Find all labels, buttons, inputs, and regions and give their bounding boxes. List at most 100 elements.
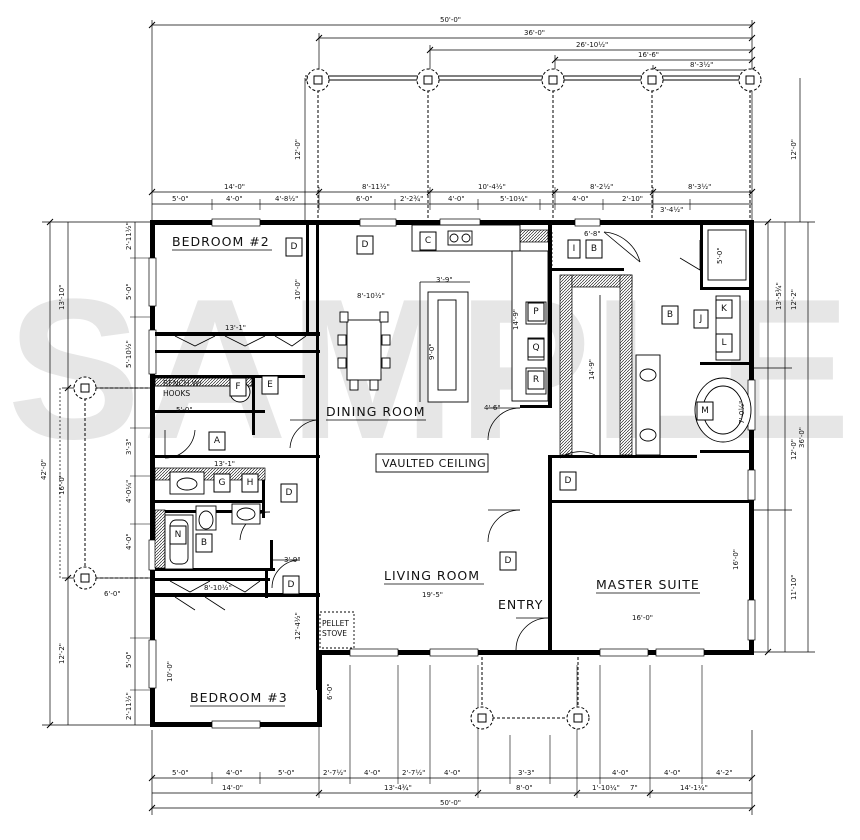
label-master-suite: MASTER SUITE: [596, 577, 700, 592]
dim-b5: 4'-0": [364, 769, 381, 777]
dim-r3-4: 6'-0": [356, 195, 373, 203]
hatched-walls: [154, 229, 633, 569]
dim-top-26: 26'-10½": [576, 41, 608, 49]
tag-d-bed3: D: [288, 580, 295, 590]
dim-b7: 4'-0": [444, 769, 461, 777]
dim-right-r4: 11'-10": [790, 575, 798, 600]
dim-counter: 14'-9": [512, 309, 520, 330]
dim-r3-8: 4'-0": [572, 195, 589, 203]
room-labels: BEDROOM #2 DINING ROOM LIVING ROOM MASTE…: [163, 234, 700, 707]
dim-seg-10-4: 10'-4½": [478, 183, 506, 191]
dim-porch-right: 12'-0": [790, 139, 798, 160]
dimension-lines: [42, 20, 815, 815]
dim-seg-8-2: 8'-2½": [590, 183, 613, 191]
note-bench-line1: BENCH W/: [163, 379, 202, 388]
tag-f: F: [235, 382, 240, 392]
dim-bed3-height: 10'-0": [166, 661, 174, 682]
dim-r3-2: 4'-0": [226, 195, 243, 203]
dim-closet-b3: 3'-9": [284, 556, 301, 564]
dim-bath-width: 6'-8": [584, 230, 601, 238]
dim-master-width: 16'-0": [632, 614, 653, 622]
dim-tub: 7'-0½": [738, 401, 746, 424]
dimension-labels: 50'-0" 36'-0" 26'-10½" 16'-6" 8'-3½" 14'…: [40, 16, 806, 807]
tag-d-bed2: D: [291, 242, 298, 252]
dim-c1: 14'-0": [222, 784, 243, 792]
dim-p7: 5'-0": [125, 651, 133, 668]
dim-r3-3: 4'-8½": [275, 195, 298, 203]
label-bedroom-2: BEDROOM #2: [172, 234, 270, 249]
dim-island-height: 9'-0": [428, 343, 436, 360]
dim-bed2-width: 13'-1": [225, 324, 246, 332]
dim-b2: 4'-0": [226, 769, 243, 777]
dim-bed3-width: 8'-10½": [204, 584, 232, 592]
dim-left-porch: 6'-0": [104, 590, 121, 598]
dim-b4: 2'-7½": [323, 769, 346, 777]
dim-c6: 14'-1¼": [680, 784, 708, 792]
dim-b9: 4'-0": [612, 769, 629, 777]
tag-a: A: [214, 436, 221, 446]
dim-pantry: 4'-6": [484, 404, 501, 412]
dim-bottom-overall: 50'-0": [440, 799, 461, 807]
dim-p8: 2'-11½": [125, 692, 133, 720]
dim-left-overall: 42'-0": [40, 459, 48, 480]
tag-j: J: [699, 314, 703, 324]
note-bench-line2: HOOKS: [163, 389, 190, 398]
dining-table: [346, 319, 382, 381]
dim-seg-14: 14'-0": [224, 183, 245, 191]
dim-top-overall: 50'-0": [440, 16, 461, 24]
closet-doors: [169, 335, 307, 611]
dim-seg-8-3: 8'-3½": [688, 183, 711, 191]
label-entry: ENTRY: [498, 597, 543, 612]
interior-walls: [155, 225, 752, 690]
tag-p: P: [533, 307, 539, 317]
dim-b8: 3'-3": [518, 769, 535, 777]
tag-g: G: [219, 478, 226, 488]
dim-living-width: 19'-5": [422, 591, 443, 599]
dimension-ticks: [46, 21, 772, 812]
porch-post-icons: [73, 68, 762, 730]
dim-r3-10: 3'-4½": [660, 206, 683, 214]
dim-left-12: 12'-2": [58, 643, 66, 664]
dim-c3: 8'-0": [516, 784, 533, 792]
tag-e: E: [267, 380, 273, 390]
label-bedroom-3: BEDROOM #3: [190, 690, 288, 705]
dim-p4: 3'-3": [125, 438, 133, 455]
dim-right-r3: 12'-0": [790, 439, 798, 460]
dim-b11: 4'-2": [716, 769, 733, 777]
dim-right-r1: 13'-5¾": [775, 282, 783, 310]
label-dining-room: DINING ROOM: [326, 404, 426, 419]
dim-master-bath: 14'-9": [588, 359, 596, 380]
dim-right-r2: 12'-2": [790, 289, 798, 310]
dim-top-8: 8'-3½": [690, 61, 713, 69]
tag-d-living: D: [505, 556, 512, 566]
dim-master-height: 16'-0": [732, 549, 740, 570]
dim-right-overall: 36'-0": [798, 427, 806, 448]
dim-porch-depth: 6'-0": [326, 683, 334, 700]
dim-p1: 2'-11½": [125, 222, 133, 250]
dim-p3: 5'-10½": [125, 340, 133, 368]
tag-r: R: [533, 375, 539, 385]
dim-left-13: 13'-10": [58, 285, 66, 310]
dim-p6: 4'-0": [125, 533, 133, 550]
tag-l: L: [721, 338, 726, 348]
tag-b-bath: B: [201, 538, 207, 548]
tag-d-master: D: [565, 476, 572, 486]
dim-left-16: 16'-0": [58, 474, 66, 495]
dim-c4: 1'-10¼": [592, 784, 620, 792]
dim-top-16: 16'-6": [638, 51, 659, 59]
dim-c2: 13'-4¾": [384, 784, 412, 792]
note-pellet-line1: PELLET: [322, 619, 349, 628]
dim-seg-8-11: 8'-11½": [362, 183, 390, 191]
dim-r3-1: 5'-0": [172, 195, 189, 203]
dim-island: 3'-9": [436, 276, 453, 284]
label-living-room: LIVING ROOM: [384, 568, 480, 583]
tag-c: C: [425, 236, 431, 246]
dim-p2: 5'-0": [125, 283, 133, 300]
dim-r3-6: 4'-0": [448, 195, 465, 203]
dim-kitchen-width: 8'-10½": [357, 292, 385, 300]
dim-bed2-height: 10'-0": [294, 279, 302, 300]
tag-b-pantry: B: [591, 244, 597, 254]
dim-r3-9: 2'-10": [622, 195, 643, 203]
dim-top-36: 36'-0": [524, 29, 545, 37]
